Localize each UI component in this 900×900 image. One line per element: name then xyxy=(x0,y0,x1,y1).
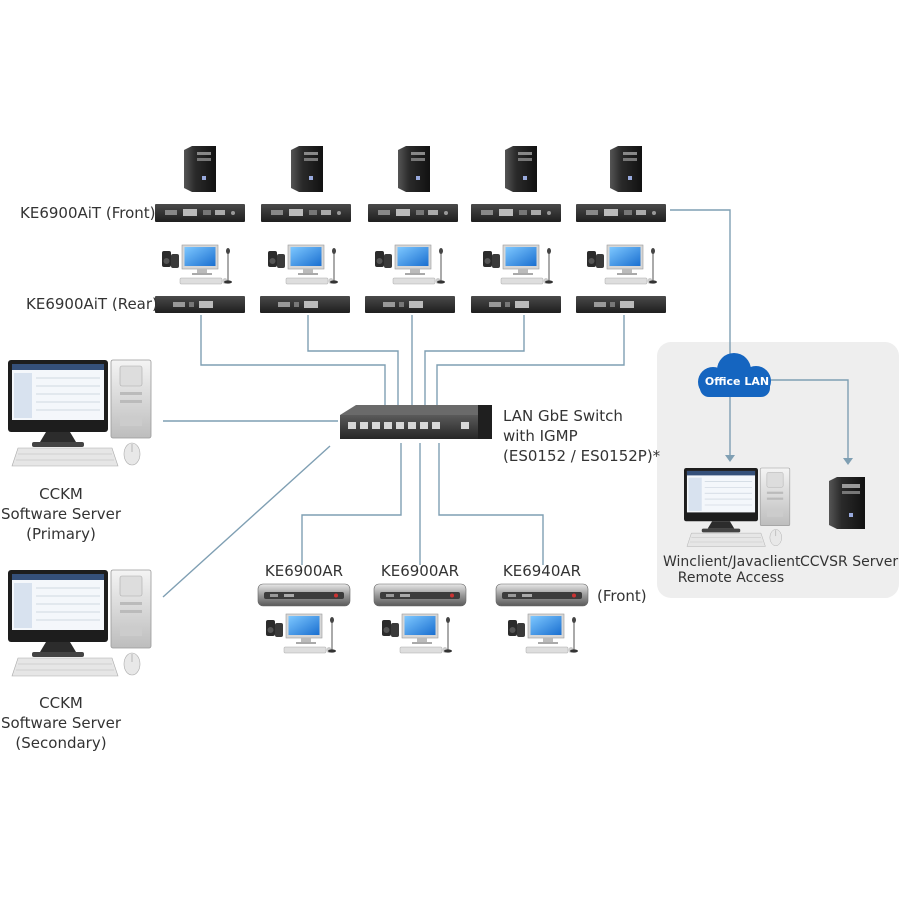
source-computers xyxy=(184,146,642,192)
kvm-extender-icon xyxy=(471,204,561,222)
remote-access-workstation-icon xyxy=(683,467,791,547)
primary-server-label: CCKM Software Server (Primary) xyxy=(0,484,122,544)
network-switch-icon xyxy=(340,405,492,439)
transmitter-consoles xyxy=(161,244,658,285)
workstation-icon xyxy=(161,244,233,285)
kvm-extender-icon xyxy=(155,204,245,222)
kvm-extender-icon xyxy=(365,296,455,313)
workstation-icon xyxy=(586,244,658,285)
remote-access-label-line1: Winclient/Javaclient xyxy=(663,554,801,570)
server-icon xyxy=(829,477,865,529)
tower-pc-icon xyxy=(291,146,323,192)
workstation-icon xyxy=(482,244,554,285)
kvm-extender-icon xyxy=(155,296,245,313)
workstation-icon xyxy=(265,613,337,654)
kvm-extender-icon xyxy=(471,296,561,313)
receiver-label-1: KE6900AR xyxy=(264,562,344,580)
arrowheads xyxy=(725,455,853,465)
workstation-icon xyxy=(374,244,446,285)
kvm-receiver-icon xyxy=(495,583,589,607)
switch-label-line3: (ES0152 / ES0152P)* xyxy=(503,447,661,465)
connection-lines xyxy=(162,209,849,598)
kvm-extender-icon xyxy=(261,204,351,222)
primary-server-label-line1: CCKM xyxy=(39,485,83,503)
receiver-label-2: KE6900AR xyxy=(380,562,460,580)
ccvsr-label: CCVSR Server xyxy=(800,554,899,570)
receivers xyxy=(257,583,589,607)
primary-server-workstation-icon xyxy=(7,359,152,467)
remote-access-label: Winclient/Javaclient Remote Access xyxy=(663,554,801,586)
receiver-label-3: KE6940AR xyxy=(502,562,582,580)
workstation-icon xyxy=(381,613,453,654)
secondary-server-label: CCKM Software Server (Secondary) xyxy=(0,693,122,753)
kvm-receiver-icon xyxy=(373,583,467,607)
kvm-extender-icon xyxy=(576,296,666,313)
switch-label-line1: LAN GbE Switch xyxy=(503,407,623,425)
tower-pc-icon xyxy=(610,146,642,192)
kvm-extender-icon xyxy=(368,204,458,222)
kvm-extender-icon xyxy=(576,204,666,222)
receiver-front-label: (Front) xyxy=(597,587,647,605)
kvm-receiver-icon xyxy=(257,583,351,607)
remote-access-label-line2: Remote Access xyxy=(677,570,785,586)
workstation-icon xyxy=(507,613,579,654)
transmitters-front xyxy=(155,204,666,222)
cloud-icon xyxy=(698,353,771,397)
secondary-server-label-line1: CCKM xyxy=(39,694,83,712)
transmitters-rear xyxy=(155,296,666,313)
receiver-consoles xyxy=(265,613,579,654)
primary-server-label-line2: Software Server xyxy=(0,505,122,523)
secondary-server-workstation-icon xyxy=(7,569,152,677)
kvm-extender-icon xyxy=(260,296,350,313)
transmitter-front-label: KE6900AiT (Front) xyxy=(20,204,156,222)
primary-server-label-line3: (Primary) xyxy=(26,525,96,543)
tower-pc-icon xyxy=(184,146,216,192)
tower-pc-icon xyxy=(398,146,430,192)
secondary-server-label-line2: Software Server xyxy=(0,714,122,732)
tower-pc-icon xyxy=(505,146,537,192)
workstation-icon xyxy=(267,244,339,285)
transmitter-rear-label: KE6900AiT (Rear) xyxy=(26,295,158,313)
switch-label-line2: with IGMP xyxy=(503,427,578,445)
office-lan-label: Office LAN xyxy=(704,375,770,388)
secondary-server-label-line3: (Secondary) xyxy=(15,734,107,752)
switch-label: LAN GbE Switch with IGMP (ES0152 / ES015… xyxy=(503,406,660,466)
